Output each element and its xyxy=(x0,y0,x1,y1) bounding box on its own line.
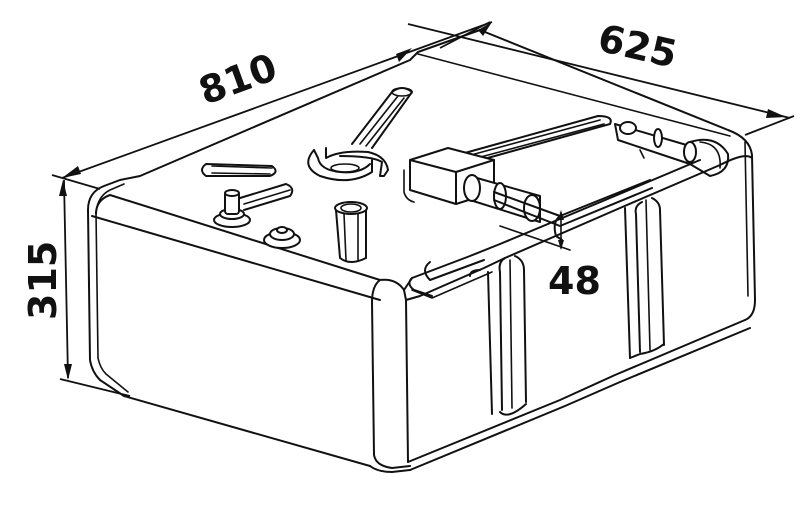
tank-body xyxy=(87,29,756,473)
raised-block-with-pipe xyxy=(403,147,653,241)
dimension-625 xyxy=(407,21,795,136)
small-port xyxy=(263,226,301,249)
fitting-with-slot xyxy=(213,183,294,228)
side-pipe-fitting xyxy=(614,121,730,177)
dimension-315 xyxy=(59,179,131,397)
long-slot xyxy=(453,115,612,165)
top-slot-left xyxy=(201,163,277,177)
label-625: 625 xyxy=(594,16,681,77)
angled-slot xyxy=(351,87,413,149)
dimension-810 xyxy=(51,21,493,190)
vertical-slot xyxy=(334,201,368,263)
c-clamp-fitting xyxy=(307,147,389,182)
label-315: 315 xyxy=(21,241,65,320)
label-48: 48 xyxy=(548,259,601,303)
